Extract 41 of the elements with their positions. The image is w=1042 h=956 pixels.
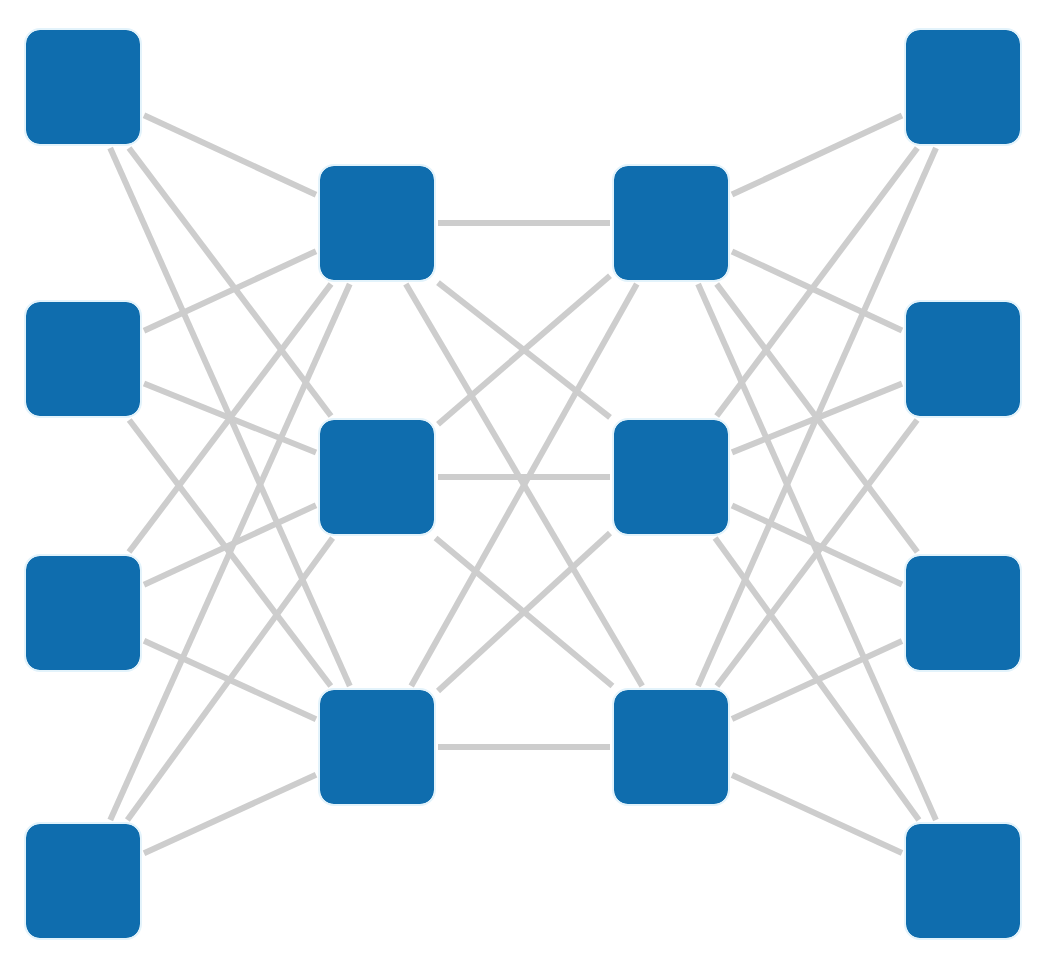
connector-line bbox=[714, 282, 920, 554]
square-node bbox=[320, 166, 434, 280]
square-node bbox=[26, 302, 140, 416]
connector-line bbox=[730, 380, 904, 456]
square-node bbox=[26, 556, 140, 670]
connector-line bbox=[438, 220, 610, 226]
square-node bbox=[906, 556, 1020, 670]
connector-line bbox=[438, 474, 610, 480]
square-node bbox=[320, 690, 434, 804]
connector-line bbox=[107, 146, 353, 688]
connector-line bbox=[124, 536, 336, 822]
connector-line bbox=[142, 638, 318, 722]
square-node bbox=[906, 30, 1020, 144]
connector-line bbox=[142, 502, 318, 588]
connector-line bbox=[730, 502, 904, 588]
connector-line bbox=[695, 146, 939, 688]
square-node bbox=[906, 824, 1020, 938]
connector-line bbox=[142, 772, 318, 856]
connector-line bbox=[730, 772, 904, 856]
square-node bbox=[614, 420, 728, 534]
connector-line bbox=[142, 112, 318, 198]
connector-line bbox=[730, 248, 904, 334]
connector-line bbox=[126, 418, 334, 688]
connector-line bbox=[730, 638, 904, 722]
square-node bbox=[614, 690, 728, 804]
connector-line bbox=[107, 282, 353, 822]
connector-line bbox=[714, 418, 920, 688]
connector-line bbox=[695, 282, 939, 822]
connector-line bbox=[730, 112, 904, 198]
connector-line bbox=[126, 146, 334, 418]
square-node bbox=[906, 302, 1020, 416]
connector-line bbox=[438, 744, 610, 750]
connector-line bbox=[142, 380, 318, 456]
connector-line bbox=[714, 146, 920, 418]
square-node bbox=[26, 824, 140, 938]
square-node bbox=[614, 166, 728, 280]
connector-line bbox=[712, 536, 922, 822]
connector-line bbox=[142, 248, 318, 334]
square-node bbox=[26, 30, 140, 144]
connector-line bbox=[126, 282, 334, 554]
square-node bbox=[320, 420, 434, 534]
